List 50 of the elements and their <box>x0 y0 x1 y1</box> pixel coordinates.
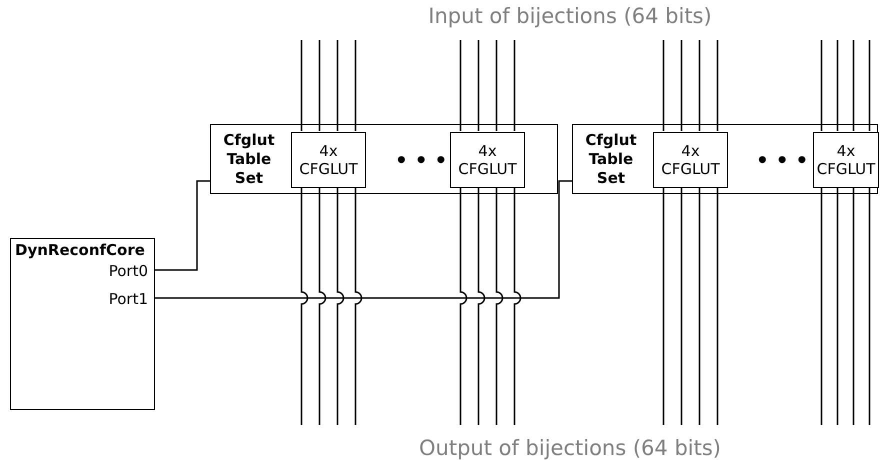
bus-line <box>336 187 344 425</box>
bus-line <box>716 187 718 425</box>
lut-box: 4x CFGLUT <box>450 132 525 188</box>
bus-line <box>716 40 718 131</box>
bus-line <box>852 187 854 425</box>
bus-line <box>868 187 870 425</box>
bus-line <box>514 40 516 131</box>
lut-box: 4x CFGLUT <box>813 132 879 188</box>
box-heading: DynReconfCore <box>15 241 145 259</box>
bus-line <box>354 40 356 131</box>
bus-line <box>514 187 522 425</box>
bus-line <box>698 187 700 425</box>
lut-box: 4x CFGLUT <box>653 132 728 188</box>
bus-line <box>300 187 308 425</box>
caption: Output of bijections (64 bits) <box>418 436 722 460</box>
title: Input of bijections (64 bits) <box>427 4 713 28</box>
bus-line <box>354 187 362 425</box>
bus-line <box>852 40 854 131</box>
table-set-box <box>572 124 878 194</box>
bus-line <box>460 40 462 131</box>
bus-line <box>460 187 468 425</box>
bus-line <box>820 40 822 131</box>
bus-line <box>478 40 480 131</box>
wire <box>155 180 210 271</box>
table-set-box <box>210 124 558 194</box>
core-box <box>10 238 155 410</box>
bus-line <box>698 40 700 131</box>
bus-line <box>478 187 486 425</box>
bus-line <box>680 40 682 131</box>
bus-line <box>496 40 498 131</box>
ellipsis-dots: • • • <box>395 148 448 172</box>
bus-line <box>318 40 320 131</box>
bus-line <box>868 40 870 131</box>
bus-line <box>836 187 838 425</box>
lut-box: 4x CFGLUT <box>291 132 366 188</box>
ellipsis-dots: • • • <box>756 148 808 172</box>
bus-line <box>300 40 302 131</box>
bus-line <box>496 187 504 425</box>
bus-line <box>336 40 338 131</box>
port-label: Port0 <box>108 261 154 281</box>
bus-line <box>680 187 682 425</box>
box-heading: Cfglut Table Set <box>584 131 638 188</box>
bus-line <box>820 187 822 425</box>
bus-line <box>662 187 664 425</box>
bus-line <box>836 40 838 131</box>
bus-line <box>318 187 326 425</box>
wire <box>155 180 572 299</box>
bus-line <box>662 40 664 131</box>
port-label: Port1 <box>108 289 154 309</box>
box-heading: Cfglut Table Set <box>222 131 276 188</box>
